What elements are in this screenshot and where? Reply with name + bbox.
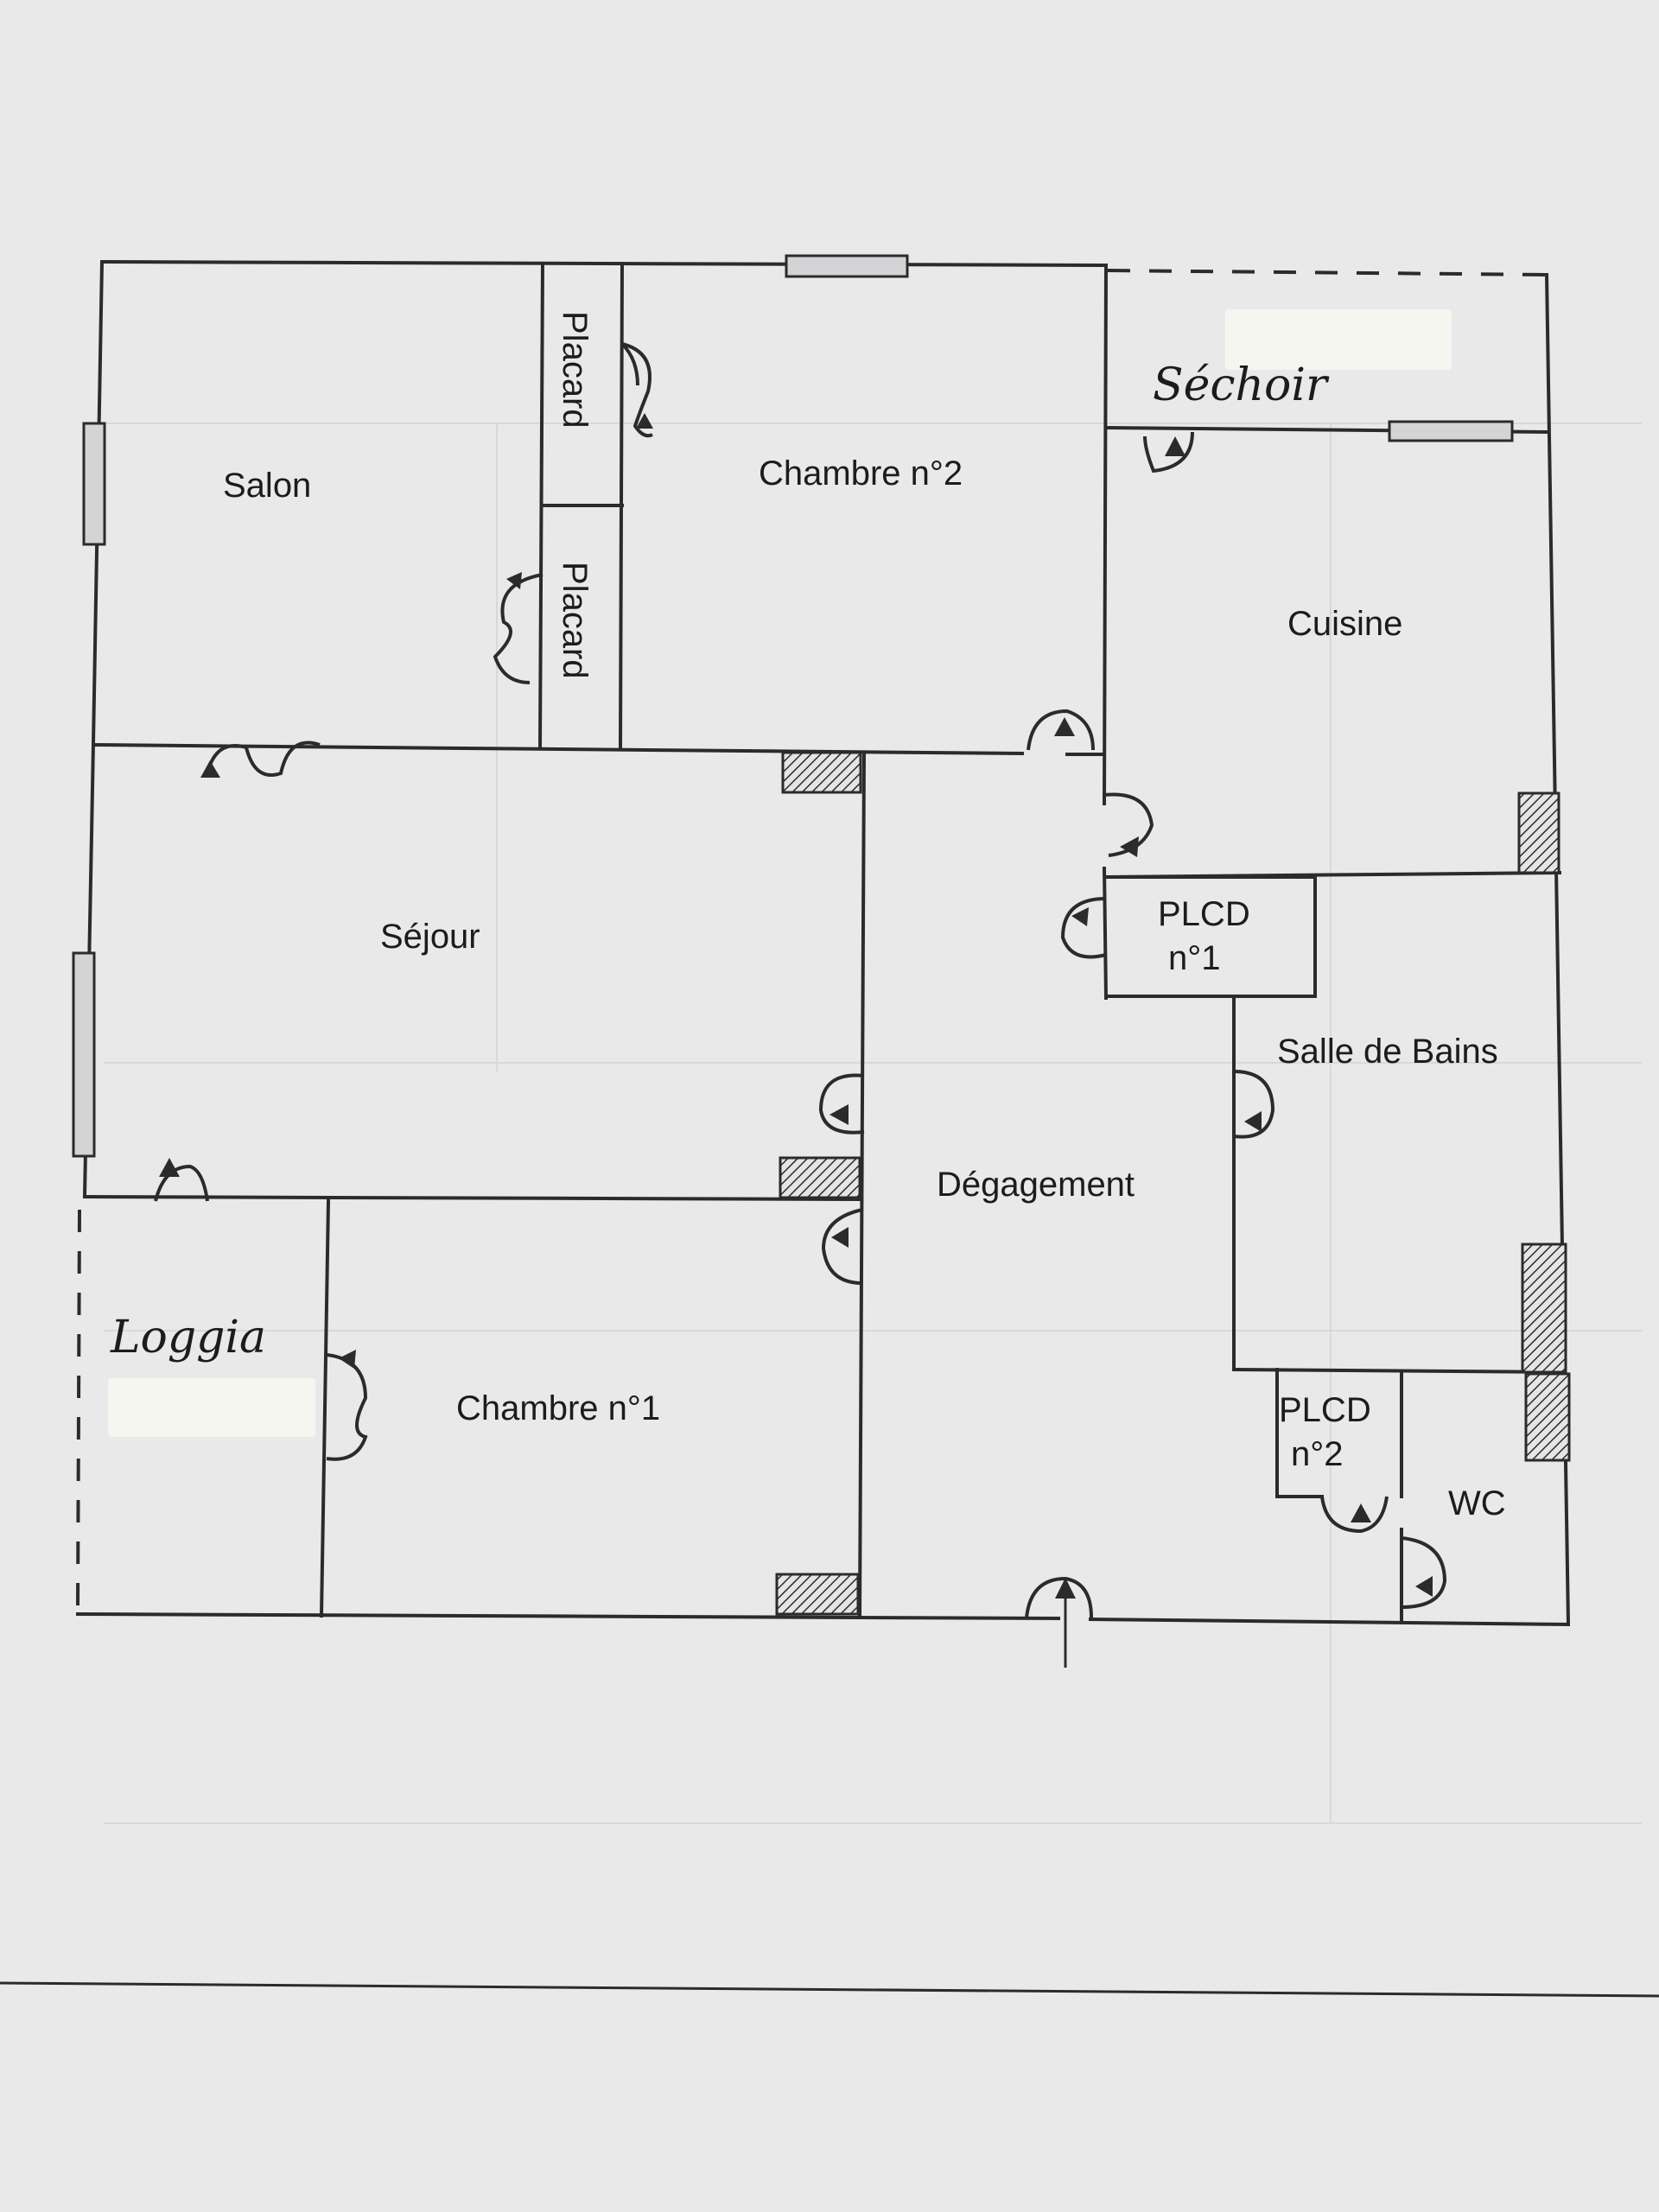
sticker-loggia <box>108 1378 315 1437</box>
sticker-top <box>1225 309 1452 370</box>
label-cuisine: Cuisine <box>1287 605 1402 643</box>
label-placard-bottom: Placard <box>556 562 594 679</box>
label-placard-top: Placard <box>556 311 594 429</box>
label-sejour: Séjour <box>380 918 480 956</box>
label-wc: WC <box>1448 1484 1506 1522</box>
window-sejour <box>72 951 96 1158</box>
label-plcd1-line1: PLCD <box>1158 895 1250 933</box>
windows <box>72 254 1514 1158</box>
room-labels: Salon Chambre n°2 Placard Placard Séchoi… <box>110 311 1506 1522</box>
label-loggia: Loggia <box>110 1312 266 1363</box>
window-cuisine <box>1388 420 1514 442</box>
doors <box>154 342 1447 1668</box>
bleed-through-lines <box>0 423 1659 1998</box>
window-salon <box>82 422 106 546</box>
ducts <box>775 751 1571 1616</box>
label-chambre2: Chambre n°2 <box>759 454 963 493</box>
label-degagement: Dégagement <box>937 1166 1135 1204</box>
label-salle-de-bains: Salle de Bains <box>1277 1033 1498 1071</box>
label-salon: Salon <box>223 467 311 505</box>
label-plcd1-line2: n°1 <box>1168 939 1221 977</box>
label-chambre1: Chambre n°1 <box>456 1389 660 1427</box>
label-plcd2-line2: n°2 <box>1291 1435 1344 1473</box>
label-plcd2-line1: PLCD <box>1279 1391 1371 1429</box>
window-chambre2 <box>785 254 909 278</box>
label-sechoir: Séchoir <box>1153 359 1330 411</box>
